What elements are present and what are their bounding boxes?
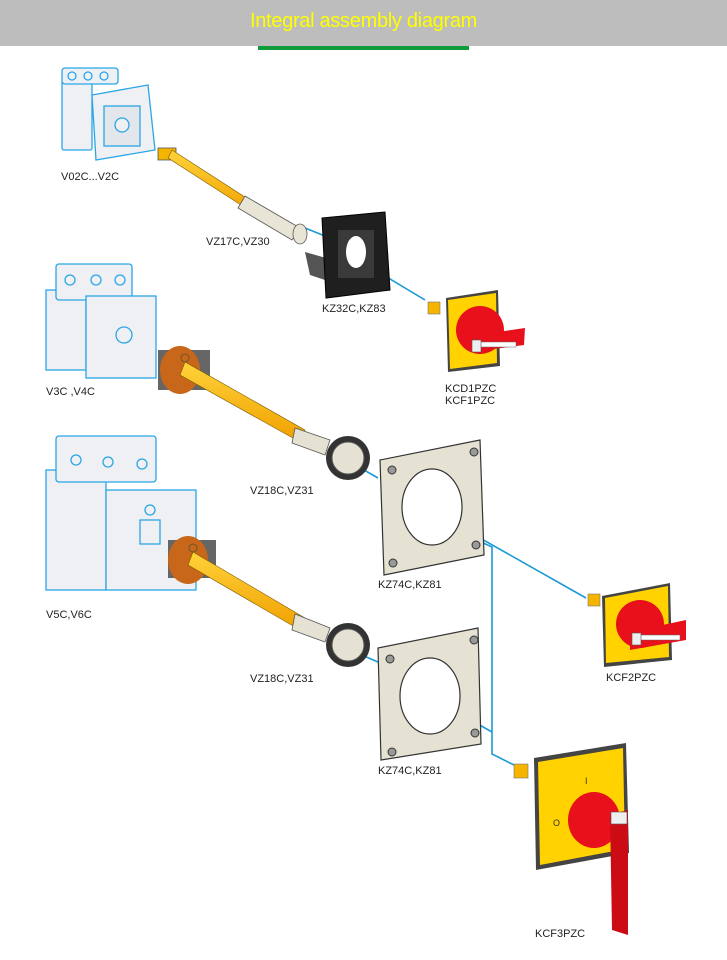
shaft-vz17c-vz30-illustration: [157, 147, 308, 245]
switch-v3c-v4c-illustration: [45, 263, 157, 379]
title-underline: [258, 46, 469, 50]
label-kcf1pzc: KCF1PZC: [445, 395, 495, 407]
label-v3c-v4c: V3C ,V4C: [46, 386, 95, 398]
label-kcf3pzc: KCF3PZC: [535, 928, 585, 940]
header-bar: Integral assembly diagram: [0, 0, 727, 50]
label-kz74c-kz81-1: KZ74C,KZ81: [378, 579, 442, 591]
page-title: Integral assembly diagram: [249, 10, 478, 32]
label-vz18c-vz31-1: VZ18C,VZ31: [250, 485, 314, 497]
frame-kz74c-kz81-illustration-2: [377, 627, 482, 761]
mark-on: I: [585, 776, 588, 786]
switch-v02c-v2c-illustration: [61, 67, 156, 161]
label-kz32c-kz83: KZ32C,KZ83: [322, 303, 386, 315]
label-v02c-v2c: V02C...V2C: [61, 171, 119, 183]
frame-kz74c-kz81-illustration-1: [379, 439, 485, 576]
shaft-vz18c-vz31-illustration-2: [168, 536, 370, 667]
label-kcf2pzc: KCF2PZC: [606, 672, 656, 684]
label-v5c-v6c: V5C,V6C: [46, 609, 92, 621]
handle-kcf2pzc-illustration: [587, 583, 686, 667]
handle-kcd1pzc-illustration: [427, 290, 525, 372]
label-vz18c-vz31-2: VZ18C,VZ31: [250, 673, 314, 685]
handle-kcf3pzc-illustration: I O: [513, 743, 629, 935]
label-kz74c-kz81-2: KZ74C,KZ81: [378, 765, 442, 777]
mark-off: O: [553, 818, 560, 828]
shaft-vz18c-vz31-illustration-1: [158, 346, 370, 480]
adapter-kz32c-kz83-illustration: [305, 211, 391, 299]
label-kcd1pzc: KCD1PZC: [445, 383, 496, 395]
label-vz17c-vz30: VZ17C,VZ30: [206, 236, 270, 248]
